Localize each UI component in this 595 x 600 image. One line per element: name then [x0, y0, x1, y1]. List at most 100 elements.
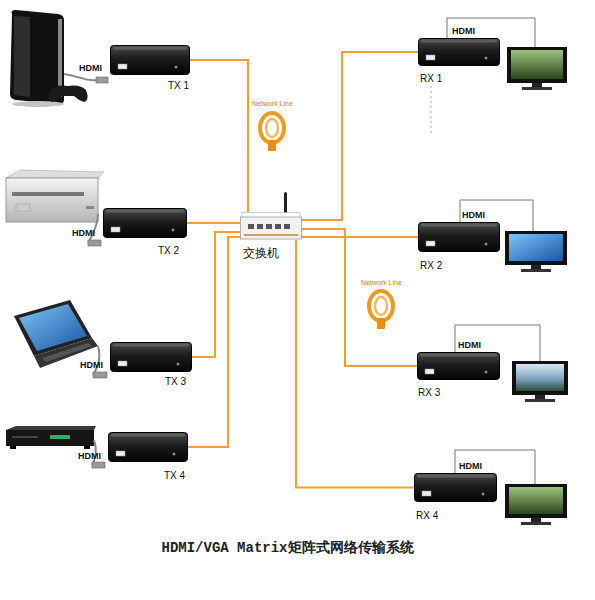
unit-casing [418, 353, 500, 380]
unit-highlight [113, 47, 187, 50]
unit-casing [111, 343, 192, 372]
cable-coil [260, 113, 284, 143]
unit-highlight [421, 40, 497, 43]
switch-port [257, 224, 263, 229]
tv-stand [531, 518, 541, 522]
laptop-keyboard [42, 343, 92, 362]
drive-tray [12, 192, 84, 196]
unit-port [118, 361, 127, 366]
tv-frame [512, 361, 568, 395]
unit-port [425, 369, 434, 374]
hdmi-plug [96, 77, 108, 83]
cable-note: Network Line [252, 100, 293, 108]
console-highlight [14, 16, 30, 97]
tv-stand [532, 83, 542, 87]
network-cable [302, 229, 417, 366]
network-switch: 交换机 [240, 212, 302, 240]
device-label: TX 4 [164, 470, 185, 482]
switch-port [275, 224, 281, 229]
node-shape [414, 473, 497, 502]
tv-screen [509, 487, 563, 514]
switch-stripe [244, 234, 298, 236]
unit-casing [419, 223, 500, 252]
extender-unit: TX 3 [110, 342, 192, 372]
hdmi-plug [88, 240, 101, 246]
unit-led [485, 57, 488, 60]
extender-unit: RX 2 [418, 222, 500, 252]
unit-port [118, 64, 127, 69]
unit-led [482, 493, 485, 496]
diagram-caption: HDMI/VGA Matrix矩阵式网络传输系统 [0, 539, 575, 557]
network-cable [302, 52, 418, 220]
tv-screen [516, 364, 564, 391]
player-tray [12, 436, 38, 438]
extender-unit: TX 1 [110, 45, 190, 75]
node-shape [417, 352, 500, 380]
cable-label: HDMI [459, 462, 482, 472]
console-stand [12, 101, 64, 107]
player-foot [10, 446, 16, 449]
extender-unit: TX 4 [108, 432, 188, 462]
cable-plug [268, 140, 276, 151]
switch-port [266, 224, 272, 229]
network-cable [302, 236, 418, 238]
switch-port [248, 224, 254, 229]
unit-highlight [111, 434, 185, 437]
unit-casing [111, 46, 190, 75]
extender-unit: TX 2 [103, 208, 187, 238]
unit-port [422, 491, 431, 496]
cable-coil [375, 297, 387, 315]
network-cable [192, 232, 240, 357]
game-controller [48, 86, 87, 103]
node-shape [108, 432, 188, 462]
hdmi-plug [93, 372, 107, 378]
network-cable [187, 222, 240, 224]
extender-unit: RX 1 [418, 38, 500, 66]
unit-casing [109, 433, 188, 462]
unit-highlight [417, 475, 494, 478]
node-shape [240, 212, 302, 240]
cable-label: HDMI [462, 211, 485, 221]
network-cable [188, 237, 240, 447]
node-shape [418, 38, 500, 66]
device-label: TX 3 [165, 376, 186, 388]
unit-casing [419, 39, 500, 66]
drive-button [86, 206, 94, 209]
unit-port [116, 451, 125, 456]
extender-unit: RX 4 [414, 473, 497, 502]
device-label: RX 4 [416, 510, 438, 522]
cable-coil [369, 291, 393, 321]
extender-unit: RX 3 [417, 352, 500, 380]
unit-highlight [106, 210, 184, 213]
tv-stand [535, 395, 545, 399]
console-strip [58, 19, 62, 97]
unit-port [111, 227, 120, 232]
tv-screen [511, 50, 563, 79]
unit-highlight [421, 224, 497, 227]
unit-port [426, 55, 435, 60]
network-cable [190, 60, 248, 212]
drive-logo [16, 204, 30, 211]
hdmi-cable [64, 74, 96, 80]
dotted-line [431, 86, 432, 136]
node-shape [110, 45, 190, 75]
device-label: RX 1 [420, 73, 442, 85]
cable-label: HDMI [72, 229, 95, 239]
unit-led [485, 243, 488, 246]
unit-casing [415, 474, 497, 502]
cable-note: Network Line [361, 279, 402, 287]
tv-base [521, 269, 551, 272]
unit-port [426, 241, 435, 246]
device-label: 交换机 [243, 247, 279, 259]
tv-stand [531, 265, 541, 269]
cable-label: HDMI [458, 341, 481, 351]
tv-frame [507, 47, 567, 83]
tv-screen [509, 234, 563, 261]
unit-led [173, 453, 176, 456]
dvd-player [6, 430, 94, 446]
player-display [50, 435, 70, 439]
unit-led [175, 66, 178, 69]
switch-body [241, 217, 302, 239]
